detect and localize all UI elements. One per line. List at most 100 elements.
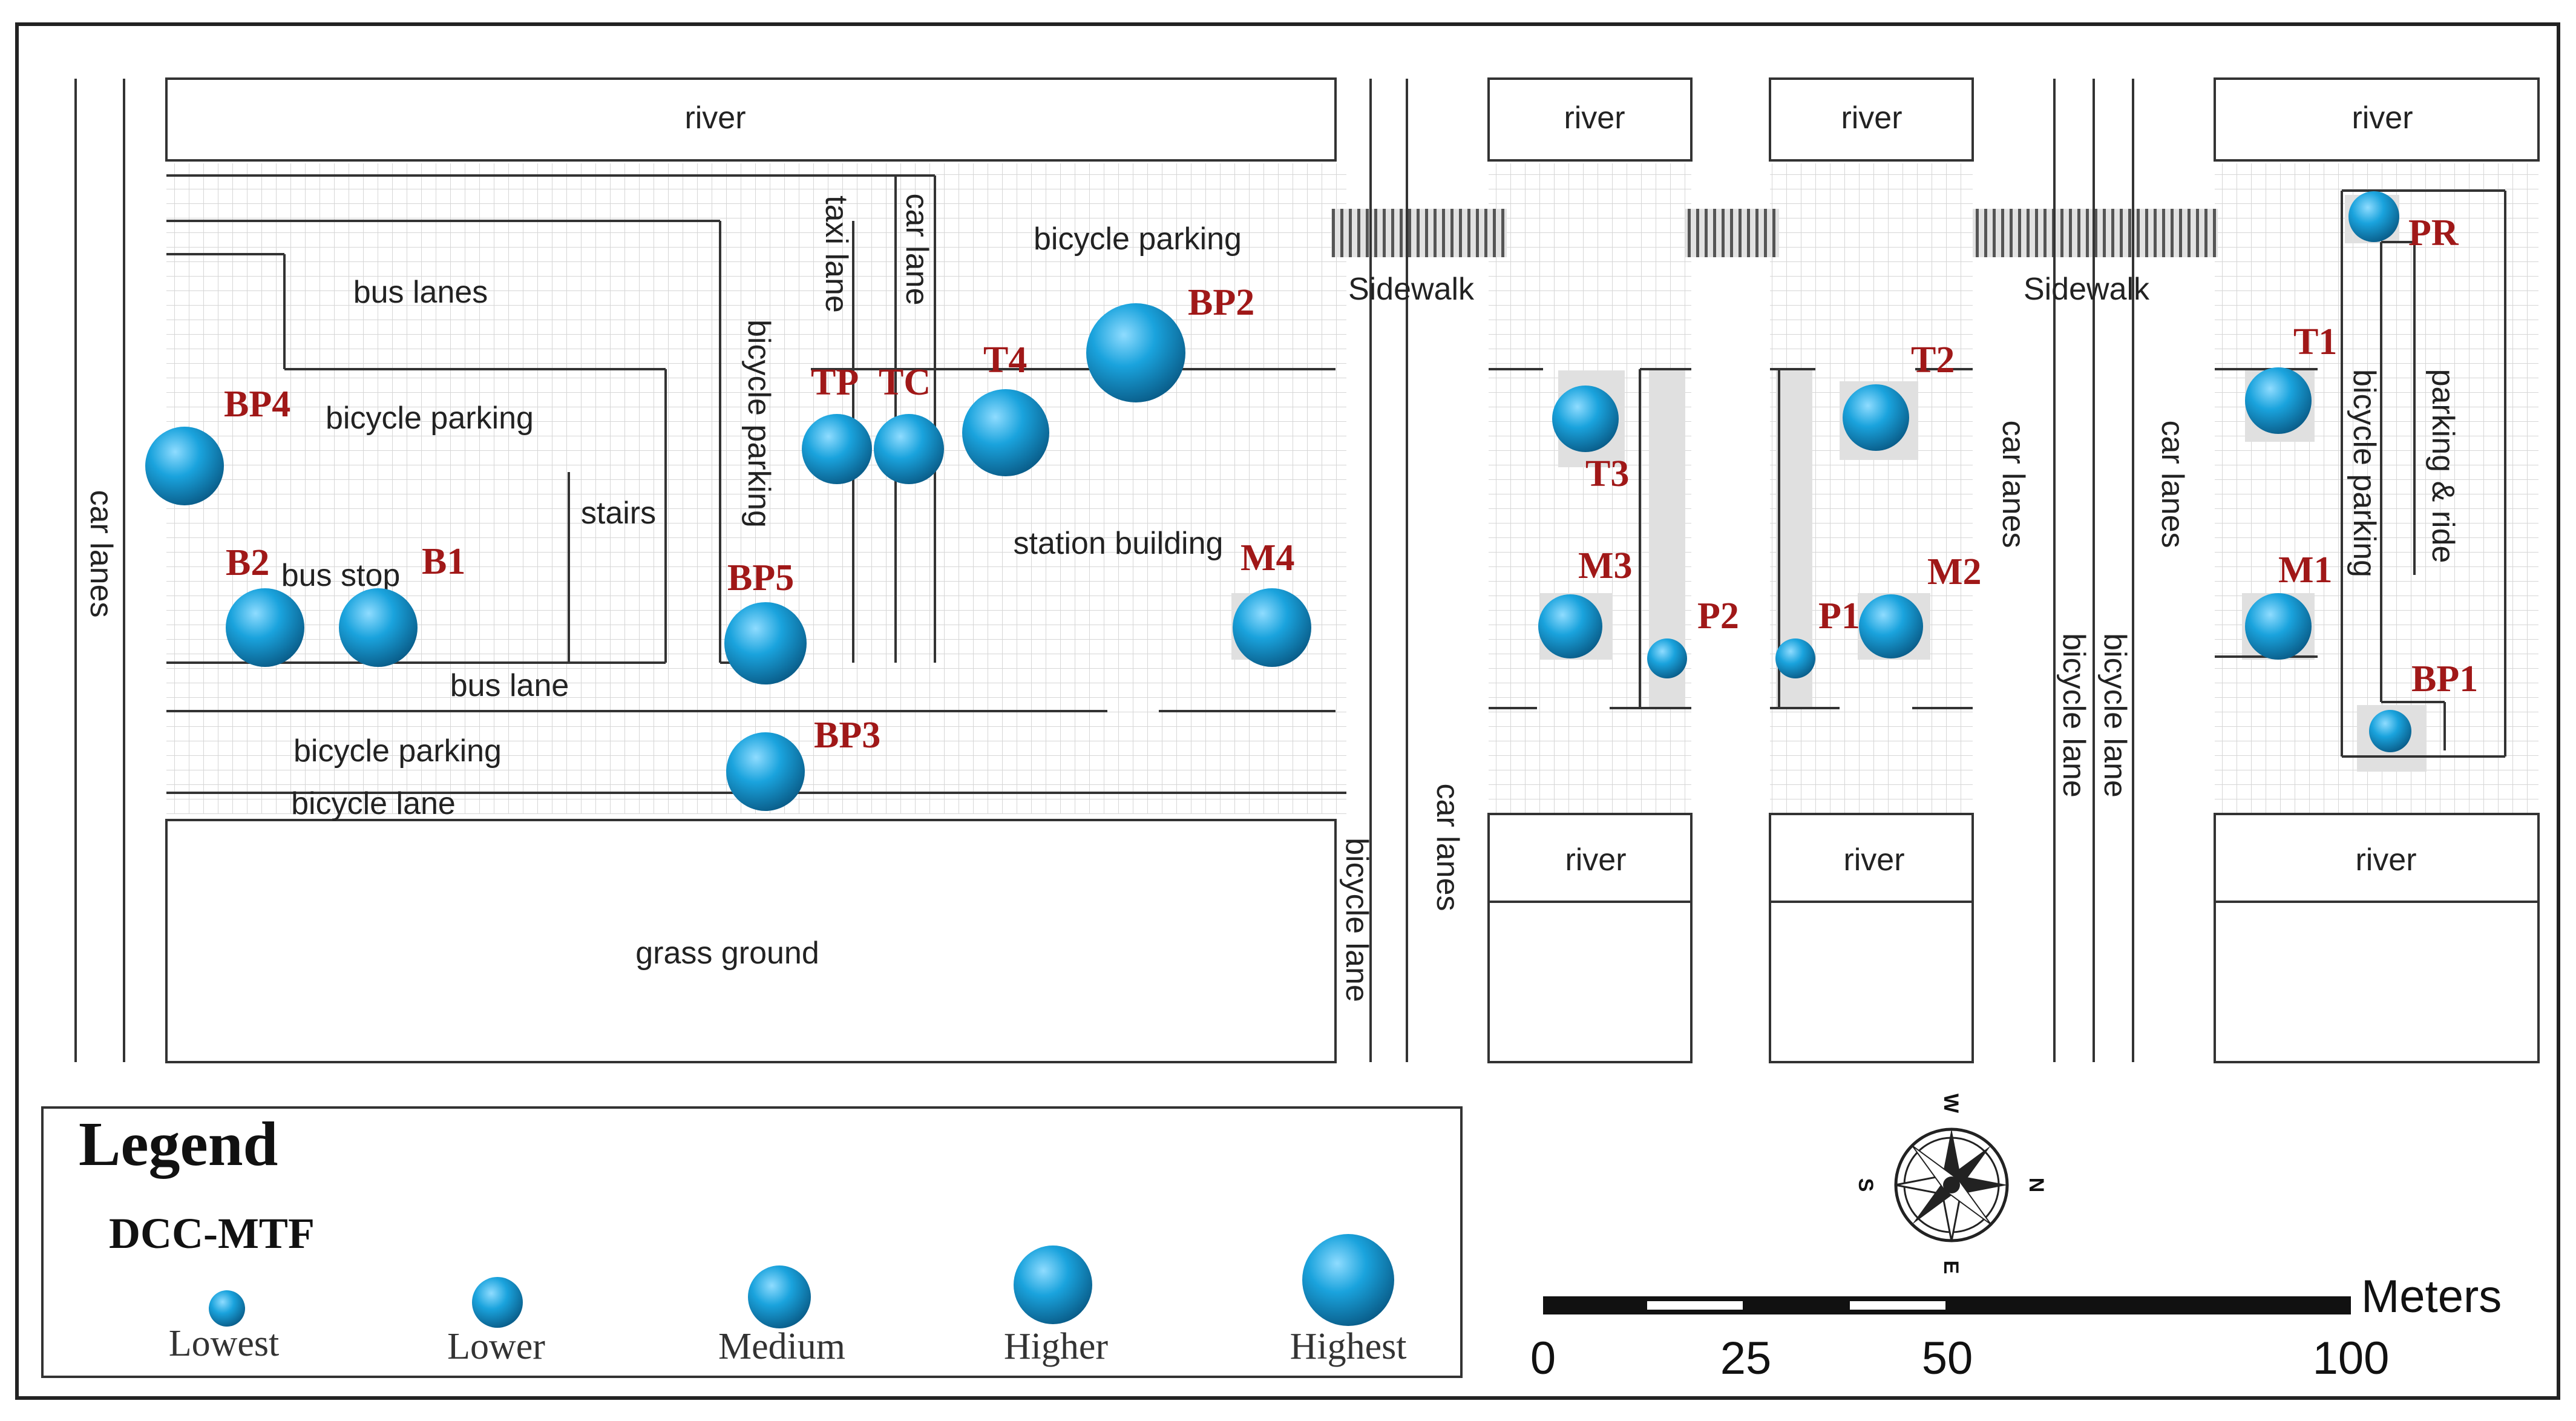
point-code: T3 bbox=[1585, 453, 1629, 494]
point-code: TC bbox=[879, 362, 931, 403]
point-marker bbox=[1859, 594, 1923, 658]
scale-unit: Meters bbox=[2361, 1271, 2502, 1322]
legend-label-lower: Lower bbox=[447, 1326, 545, 1367]
point-code: T1 bbox=[2293, 321, 2337, 363]
point-marker bbox=[2245, 367, 2312, 434]
scale-tick: 0 bbox=[1530, 1333, 1556, 1384]
point-pr[interactable]: PR bbox=[2348, 191, 2459, 254]
point-b2[interactable]: B2 bbox=[226, 542, 304, 667]
station-building-label: station building bbox=[1014, 526, 1224, 561]
legend-marker-highest bbox=[1302, 1234, 1394, 1326]
point-p2[interactable]: P2 bbox=[1647, 596, 1739, 678]
legend-box bbox=[41, 1106, 1463, 1378]
point-b1[interactable]: B1 bbox=[339, 541, 465, 667]
point-code: BP3 bbox=[814, 715, 880, 756]
point-marker bbox=[226, 588, 304, 667]
point-code: M1 bbox=[2278, 550, 2333, 591]
point-marker bbox=[1552, 386, 1619, 452]
point-marker bbox=[2245, 593, 2312, 660]
point-code: B2 bbox=[226, 542, 269, 583]
point-marker bbox=[1538, 594, 1602, 658]
car-lanes-label: car lanes bbox=[1430, 784, 1465, 911]
point-marker bbox=[145, 427, 224, 505]
point-code: T2 bbox=[1911, 340, 1955, 381]
point-code: P1 bbox=[1818, 596, 1860, 637]
legend: Legend DCC-MTF Lowest Lower Medium Highe… bbox=[41, 1106, 1463, 1378]
point-t1[interactable]: T1 bbox=[2245, 321, 2337, 434]
point-code: P2 bbox=[1697, 596, 1739, 637]
point-code: TP bbox=[811, 362, 859, 403]
bus-lane-label: bus lane bbox=[450, 668, 569, 703]
point-t4[interactable]: T4 bbox=[962, 340, 1049, 476]
car-lanes-label: car lanes bbox=[2155, 421, 2190, 548]
point-marker bbox=[339, 588, 418, 667]
point-m2[interactable]: M2 bbox=[1859, 551, 1982, 658]
scale-bar-segment bbox=[1850, 1301, 1945, 1310]
taxi-lane-label: taxi lane bbox=[819, 195, 854, 313]
bicycle-parking-label: bicycle parking bbox=[293, 733, 502, 769]
bus-lanes-label: bus lanes bbox=[353, 275, 488, 310]
sidewalk-crossings bbox=[1331, 209, 2218, 257]
point-t2[interactable]: T2 bbox=[1843, 340, 1955, 451]
legend-label-medium: Medium bbox=[718, 1326, 845, 1367]
point-m3[interactable]: M3 bbox=[1538, 545, 1633, 658]
point-bp3[interactable]: BP3 bbox=[726, 715, 880, 811]
point-code: BP2 bbox=[1188, 282, 1254, 323]
point-tc[interactable]: TC bbox=[874, 362, 944, 484]
compass-e: E bbox=[1939, 1261, 1962, 1275]
river-label: river bbox=[2355, 842, 2416, 878]
point-code: M2 bbox=[1927, 551, 1982, 592]
point-marker bbox=[1647, 638, 1687, 678]
point-code: M3 bbox=[1578, 545, 1633, 586]
measurement-points: BP4 B2 B1 BP5 BP3 TP TC T4 bbox=[145, 191, 2478, 811]
point-tp[interactable]: TP bbox=[802, 362, 872, 484]
map-frame bbox=[15, 22, 2560, 1400]
river-label: river bbox=[1843, 842, 1904, 878]
car-lanes-label: car lanes bbox=[1996, 421, 2031, 548]
scale-bar-segment bbox=[1647, 1301, 1743, 1310]
compass-w: W bbox=[1939, 1094, 1962, 1114]
point-marker bbox=[1775, 638, 1815, 678]
scale-tick: 50 bbox=[1922, 1333, 1973, 1384]
legend-label-highest: Highest bbox=[1290, 1326, 1407, 1367]
point-bp1[interactable]: BP1 bbox=[2369, 658, 2478, 752]
point-marker bbox=[2348, 191, 2399, 242]
compass-n: N bbox=[2025, 1178, 2048, 1193]
grass-ground-label: grass ground bbox=[635, 936, 819, 971]
bicycle-parking-label: bicycle parking bbox=[326, 401, 534, 436]
bus-stop-label: bus stop bbox=[281, 558, 401, 593]
point-bp2[interactable]: BP2 bbox=[1086, 282, 1254, 402]
point-code: PR bbox=[2408, 212, 2459, 254]
point-bp4[interactable]: BP4 bbox=[145, 384, 290, 505]
scale-bar: Meters 0 25 50 100 bbox=[1530, 1271, 2502, 1384]
point-p1[interactable]: P1 bbox=[1775, 596, 1860, 678]
car-lanes-label: car lanes bbox=[84, 490, 119, 618]
point-code: BP5 bbox=[727, 557, 794, 599]
point-m4[interactable]: M4 bbox=[1233, 537, 1311, 667]
bicycle-parking-label: bicycle parking bbox=[741, 320, 776, 528]
compass-s: S bbox=[1854, 1178, 1877, 1192]
legend-label-higher: Higher bbox=[1004, 1326, 1109, 1367]
compass-rose: W E S N bbox=[1854, 1094, 2048, 1274]
point-marker bbox=[724, 602, 807, 684]
point-marker bbox=[726, 732, 805, 811]
bicycle-parking-label: bicycle parking bbox=[1034, 222, 1242, 257]
point-marker bbox=[874, 414, 944, 484]
legend-marker-lower bbox=[472, 1277, 523, 1328]
legend-label-lowest: Lowest bbox=[169, 1323, 280, 1364]
point-t3[interactable]: T3 bbox=[1552, 386, 1629, 494]
point-marker bbox=[802, 414, 872, 484]
paved-grid-areas bbox=[166, 163, 2538, 814]
point-bp5[interactable]: BP5 bbox=[724, 557, 807, 684]
structure-lines bbox=[74, 79, 2506, 1062]
map-blocks bbox=[165, 77, 2540, 1063]
car-lane-label: car lane bbox=[899, 194, 934, 306]
point-code: BP1 bbox=[2411, 658, 2478, 700]
point-m1[interactable]: M1 bbox=[2245, 550, 2333, 660]
map-labels: river river river river river river rive… bbox=[84, 100, 2460, 1002]
bicycle-lane-label: bicycle lane bbox=[2056, 633, 2091, 798]
bicycle-lane-label: bicycle lane bbox=[1339, 838, 1374, 1002]
sidewalk-label: Sidewalk bbox=[2024, 272, 2150, 307]
point-code: M4 bbox=[1240, 537, 1295, 579]
